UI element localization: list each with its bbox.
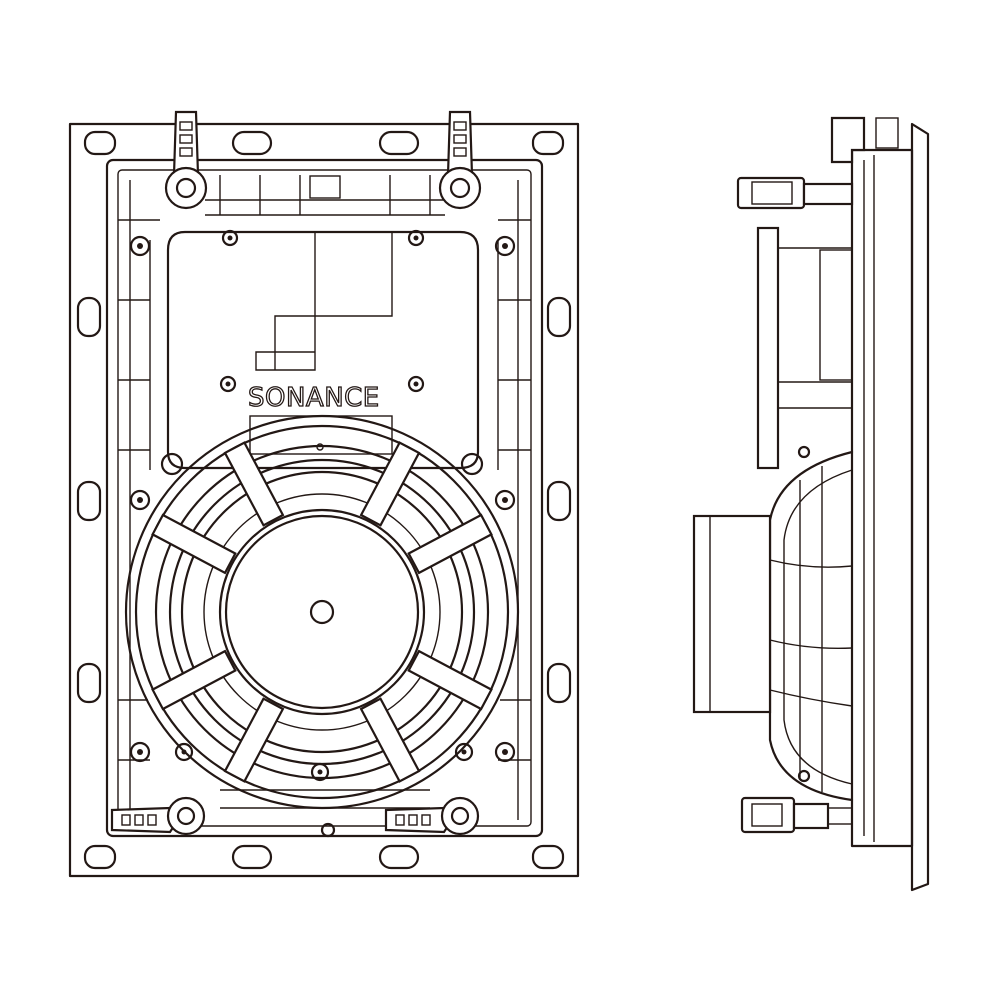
side-woofer	[692, 445, 854, 802]
sonance-logo-text: SONANCE	[248, 383, 380, 413]
basket-spoke	[223, 697, 285, 783]
basket-spokes	[151, 441, 493, 783]
sonance-logo-mark	[255, 231, 393, 371]
front-view: SONANCE	[68, 110, 580, 878]
side-bezel	[910, 122, 930, 892]
basket-spoke	[359, 441, 421, 527]
flange-slots	[76, 130, 572, 870]
top-left-clamp	[164, 110, 208, 210]
side-view	[692, 116, 930, 892]
basket-spoke	[151, 649, 237, 711]
woofer-screws	[174, 742, 474, 838]
side-bottom-connector	[740, 796, 853, 834]
basket-spoke	[407, 513, 493, 575]
outer-flange	[68, 122, 580, 878]
side-frame	[850, 148, 914, 848]
basket-spoke	[359, 697, 421, 783]
dust-cap-center	[309, 599, 335, 625]
woofer	[124, 414, 520, 810]
basket-spoke	[223, 441, 285, 527]
bottom-left-clamp	[110, 796, 206, 836]
side-magnet	[692, 514, 772, 714]
frame-screws	[129, 235, 516, 763]
bottom-right-clamp	[384, 796, 480, 836]
side-crossover-board	[756, 226, 780, 470]
crossover-plate: SONANCE	[160, 229, 484, 476]
top-right-clamp	[438, 110, 482, 210]
side-top-clamp	[830, 116, 866, 164]
basket-spoke	[407, 649, 493, 711]
basket-spoke	[151, 513, 237, 575]
side-top-connector	[736, 176, 854, 210]
